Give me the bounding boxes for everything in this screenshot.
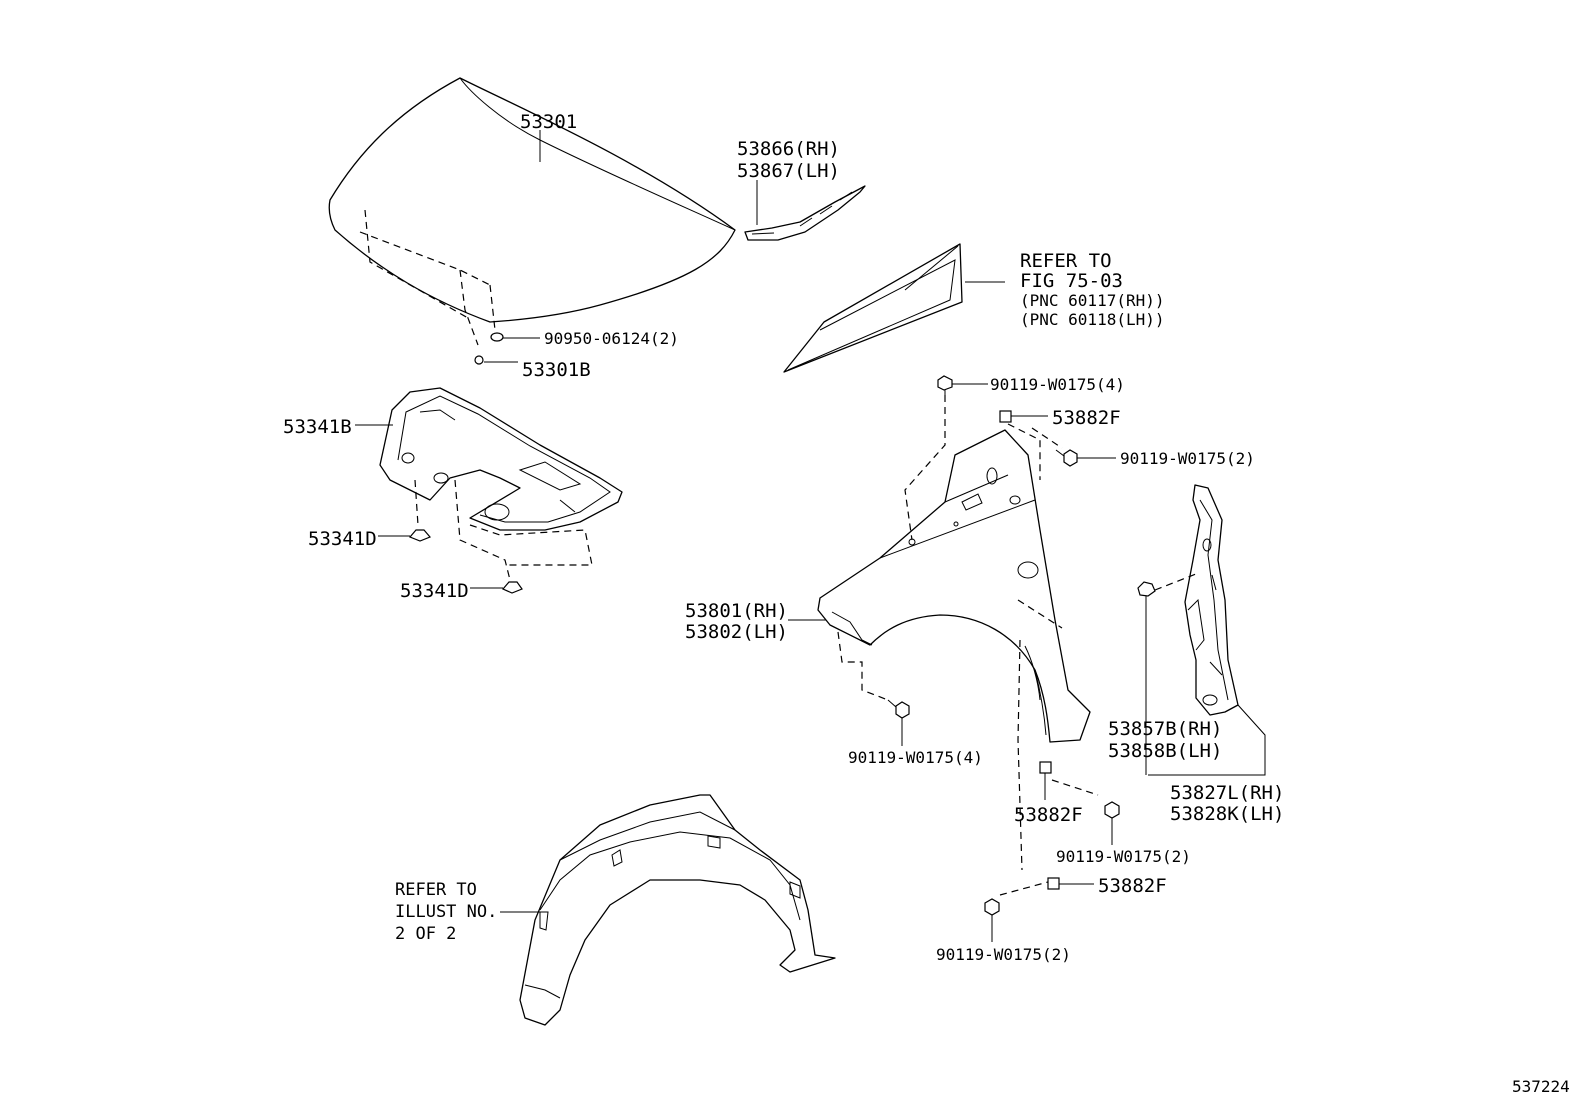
label-nut-top: 53882F [1052, 407, 1121, 429]
label-nut-bottom: 53882F [1098, 875, 1167, 897]
nut-top-icon [999, 410, 1048, 423]
bolt-top-icon [937, 375, 988, 402]
insulator-clip-b [470, 581, 523, 594]
hood-part [328, 77, 736, 365]
label-fender-seal-lh: 53828K(LH) [1170, 803, 1284, 825]
bolt-bottom-icon [984, 898, 1000, 942]
label-fender-lh: 53802(LH) [685, 621, 788, 643]
label-refer-illust-1: REFER TO [395, 880, 477, 900]
label-bolt-top-2: 90119-W0175(2) [1120, 449, 1255, 468]
label-hood-seal-rh: 53866(RH) [737, 138, 840, 160]
label-fender-rh: 53801(RH) [685, 600, 788, 622]
hood-seal-part [744, 180, 866, 241]
label-refer-illust-2: ILLUST NO. [395, 902, 497, 922]
label-hood-cushion: 90950-06124(2) [544, 329, 679, 348]
fender-seal-part [1148, 484, 1266, 776]
label-bolt-lower-left: 90119-W0175(4) [848, 748, 983, 767]
label-bolt-top: 90119-W0175(4) [990, 375, 1125, 394]
label-insulator-clip-b: 53341D [400, 580, 469, 602]
label-hood-clip: 53301B [522, 359, 591, 381]
label-refer-fig-1: REFER TO [1020, 250, 1112, 272]
label-nut-mid: 53882F [1014, 804, 1083, 826]
bolt-mid-icon [1104, 801, 1120, 845]
label-seal-clip-lh: 53858B(LH) [1108, 740, 1222, 762]
insulator-clip-a [378, 529, 432, 542]
figure-number: 537224 [1512, 1077, 1570, 1096]
seal-clip-icon [1137, 581, 1156, 775]
bolt-top-2-icon [1055, 449, 1116, 467]
label-hood-seal-lh: 53867(LH) [737, 160, 840, 182]
hood-insulator-part [355, 387, 623, 581]
nut-mid-icon [1039, 761, 1052, 800]
label-insulator: 53341B [283, 416, 352, 438]
label-insulator-clip-a: 53341D [308, 528, 377, 550]
front-fender-part [788, 395, 1099, 896]
nut-bottom-icon [1047, 877, 1094, 890]
reference-panel-part [783, 243, 1005, 373]
label-bolt-bottom: 90119-W0175(2) [936, 945, 1071, 964]
label-refer-fig-4: (PNC 60118(LH)) [1020, 310, 1165, 329]
bolt-lower-left-icon [887, 699, 910, 746]
label-bolt-mid: 90119-W0175(2) [1056, 847, 1191, 866]
label-seal-clip-rh: 53857B(RH) [1108, 718, 1222, 740]
label-refer-fig-2: FIG 75-03 [1020, 270, 1123, 292]
label-hood: 53301 [520, 111, 577, 133]
label-refer-fig-3: (PNC 60117(RH)) [1020, 291, 1165, 310]
label-refer-illust-3: 2 OF 2 [395, 924, 456, 944]
label-fender-seal-rh: 53827L(RH) [1170, 782, 1284, 804]
fender-liner-part [500, 794, 836, 1026]
